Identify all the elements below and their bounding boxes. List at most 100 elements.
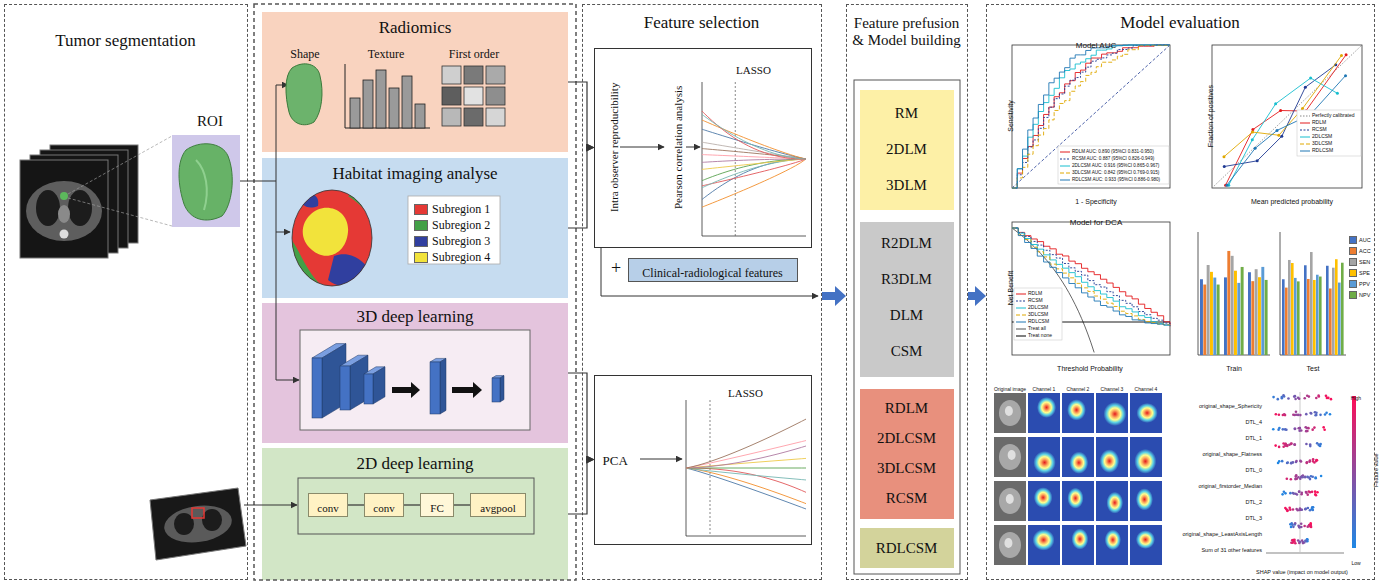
text-holder: 2DLCSM [860,429,954,447]
stage-panel: Feature prefusion & Model buildingRM2DLM… [846,4,968,580]
connector [568,82,594,148]
heatmap-spot [1136,403,1157,423]
legend-sample [1300,121,1310,125]
shap-dot [1322,426,1325,429]
metric-bar [1248,272,1251,355]
node-title: 3D deep learning [356,307,473,327]
shap-dot [1299,460,1302,463]
shap-dot [1289,508,1292,511]
legend-sample [1300,142,1310,146]
shap-dot [1318,395,1321,398]
legend-sample [1016,313,1026,317]
shap-dot [1310,475,1313,478]
legend-sample [1300,114,1310,118]
legend-swatch [414,220,428,231]
text-holder: Feature selection [583,13,820,33]
legend-line [1300,122,1310,123]
shap-dot [1306,427,1309,430]
shap-dot [1315,414,1318,417]
chart-label: Mean predicted probability [1251,198,1333,206]
stage-panel: Tumor segmentation [4,4,248,580]
metric-bar [1341,263,1344,355]
connector [348,504,364,505]
heatmap-cell [1062,525,1094,565]
ct-lung [174,513,194,535]
text-holder: RDLM [860,399,954,417]
shap-dot [1306,540,1309,543]
calibration-point [1340,54,1343,57]
shap-dot [1323,428,1326,431]
text-holder: Model AUC [1036,34,1156,52]
shap-dot [1306,493,1309,496]
chart-label: Channel 3 [1101,387,1124,393]
shap-dot [1314,493,1317,496]
text-holder: Tumor segmentation [5,31,246,51]
legend-line [1016,293,1026,294]
legend-entry: RDLM [1016,291,1042,297]
node-title: FC [430,502,443,515]
layer-block-side [373,367,385,404]
flow-arrow [686,147,700,148]
coefficient-path [702,111,806,159]
text-holder: 3DLM [860,176,954,194]
intensity-cell [486,87,505,105]
shap-dot [1284,414,1287,417]
shap-dot [1307,507,1310,510]
shap-dot [1318,443,1321,446]
dca-curve [1012,228,1170,326]
heatmap-cell [1130,525,1162,565]
subregion-patch [328,254,372,286]
node-title: R2DLM [881,235,932,252]
node-text: Pearson correlation analysis [671,86,684,209]
layer-block-top [312,344,346,358]
shap-dot [1292,539,1295,542]
legend-sample [1300,128,1310,132]
chart-label: original_shape_LeastAxisLength [1182,531,1262,537]
chart-label: Low [1351,561,1360,567]
shap-dot [1300,429,1303,432]
habitat-outline [292,190,372,286]
text-holder: RCSM [860,489,954,507]
coefficient-path [702,142,806,159]
metric-bar [1282,279,1285,355]
shap-dot [1294,492,1297,495]
calibration-point [1280,135,1283,138]
text-holder: LASSO [701,60,807,78]
chart-label: original_shape_Flatness [1202,451,1262,457]
shap-dot [1309,478,1312,481]
intensity-cell [442,87,461,105]
text-holder: Pearson correlation analysis [667,57,680,237]
tumor-image [994,393,1026,433]
shap-dot [1312,460,1315,463]
lead-arrow [276,380,299,381]
shap-dot [1297,525,1300,528]
coefficient-path [686,441,806,468]
legend-text: RDLM [1028,291,1042,297]
text-holder: 1 - Specificity [1036,190,1156,208]
coefficient-path [702,129,806,159]
shap-dot [1293,540,1296,543]
coefficient-path [686,468,806,509]
shap-dot [1281,460,1284,463]
legend-entry: Treat all [1016,326,1046,332]
shap-dot [1302,542,1305,545]
heatmap-cell [1028,393,1060,433]
coefficient-path [686,468,806,504]
shap-dot [1301,508,1304,511]
text-holder: Mean predicted probability [1222,190,1362,208]
coefficient-path [686,468,806,492]
flow-arrow [640,459,682,460]
metric-bar [1316,275,1319,355]
legend-swatch [1349,269,1357,277]
heatmap-spot [1033,529,1055,550]
shap-dot [1309,523,1312,526]
calibration-point [1345,53,1348,56]
shap-dot [1293,492,1296,495]
text-holder: DLM [860,306,954,324]
shap-dot [1286,477,1289,480]
text-holder: Original image [993,377,1027,395]
shap-dot [1319,445,1322,448]
metric-bar [1329,288,1332,355]
lead-arrow [276,85,288,86]
